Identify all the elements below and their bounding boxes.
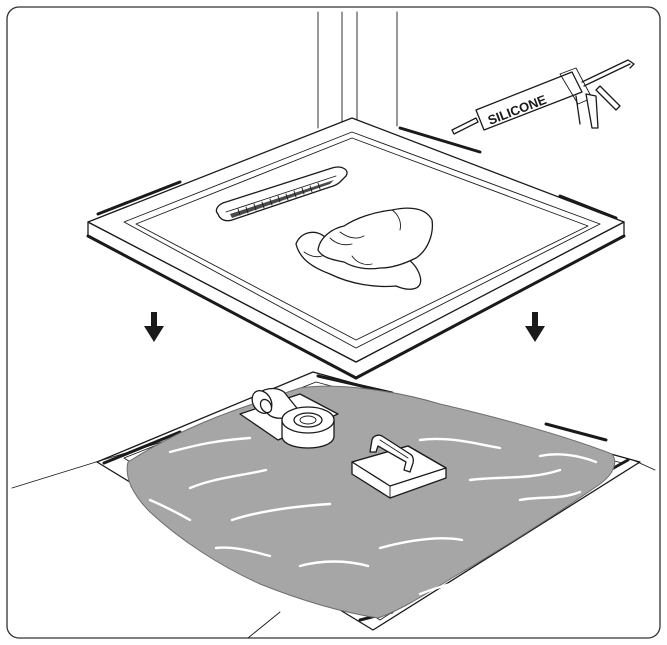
wall-column (318, 12, 397, 138)
adhesive-layer (127, 386, 615, 618)
arrow-down-right (525, 312, 545, 342)
arrow-down-left (144, 312, 164, 342)
silicone-cartridge: SILICONE (452, 72, 582, 134)
